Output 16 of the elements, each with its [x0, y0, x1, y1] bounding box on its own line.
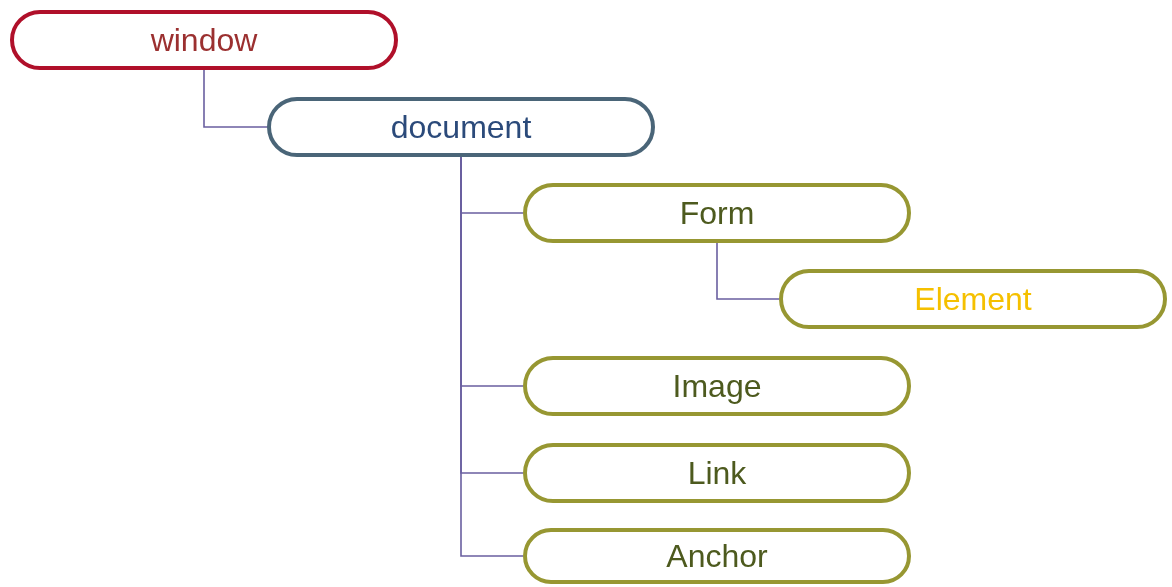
node-label: Anchor [666, 537, 768, 575]
rounded-box [10, 10, 398, 70]
node-label: Image [672, 367, 762, 405]
rounded-box [523, 443, 911, 503]
rounded-box [523, 356, 911, 416]
rounded-box [523, 183, 911, 243]
connector-line [203, 69, 268, 128]
rounded-box [779, 269, 1167, 329]
connector-line [716, 242, 780, 300]
rounded-box [267, 97, 655, 157]
node-label: window [150, 21, 258, 59]
node-label: Form [679, 194, 755, 232]
node-label: Element [914, 280, 1032, 318]
node-label: Link [687, 454, 747, 492]
node-label: document [390, 108, 532, 146]
rounded-box [523, 528, 911, 584]
